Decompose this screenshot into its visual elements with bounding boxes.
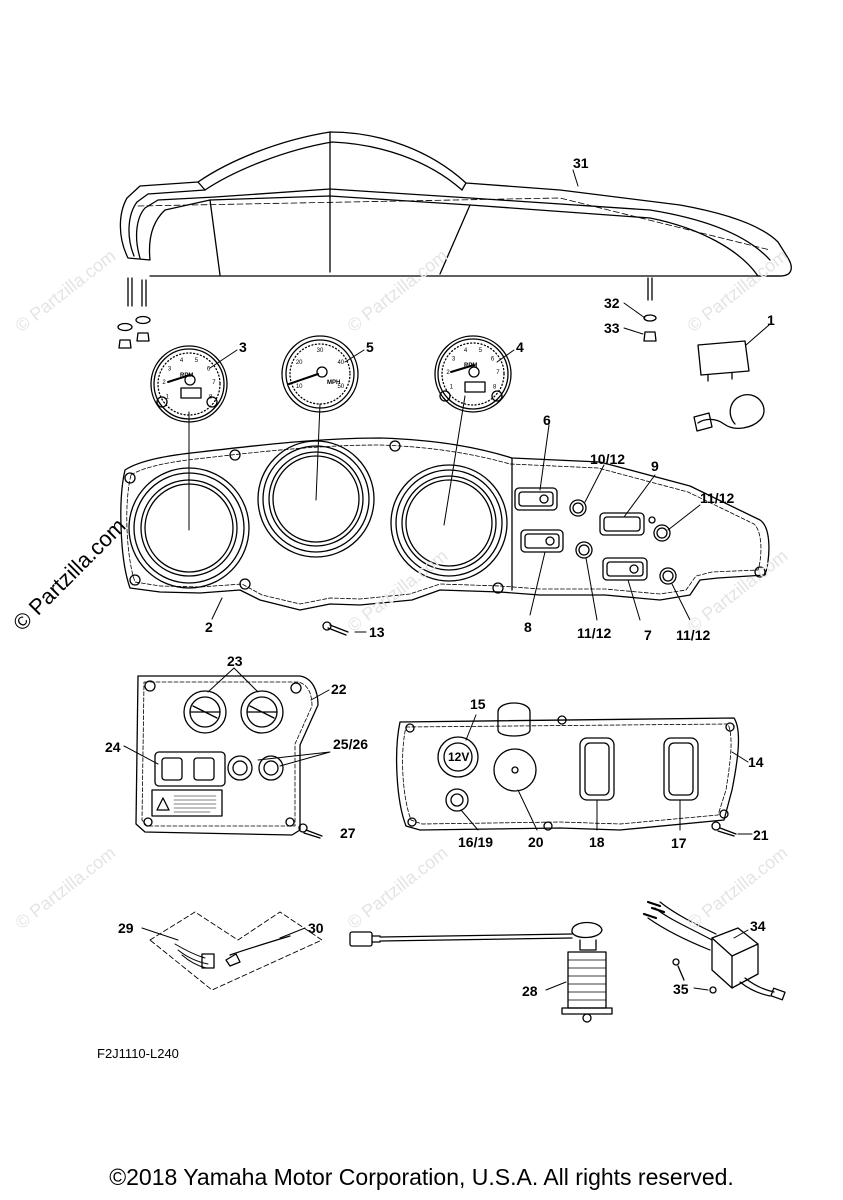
callout-28: 28 bbox=[522, 983, 538, 999]
callout-5: 5 bbox=[366, 339, 374, 355]
gauge-tick-label: 4 bbox=[464, 348, 468, 354]
gauge-tick-label: 40 bbox=[337, 360, 344, 366]
callout-20: 20 bbox=[528, 834, 544, 850]
gauge-tick-label: 2 bbox=[162, 380, 166, 386]
harness-part bbox=[141, 911, 323, 991]
relay-box-part bbox=[642, 900, 786, 1001]
gauge-tick-label: 50 bbox=[337, 384, 344, 390]
copyright-notice: ©2018 Yamaha Motor Corporation, U.S.A. A… bbox=[109, 1164, 734, 1190]
callout-13: 13 bbox=[369, 624, 385, 640]
callout-10-12: 10/12 bbox=[590, 451, 626, 467]
gauge-tick-label: 6 bbox=[207, 366, 211, 372]
gauge-tick-label: 4 bbox=[180, 358, 184, 364]
right-switch-panel-part bbox=[395, 702, 753, 837]
callout-11-12-a: 11/12 bbox=[700, 490, 735, 506]
gauge-tick-label: 20 bbox=[296, 360, 303, 366]
gauge-tick-label: 3 bbox=[168, 366, 172, 372]
callout-22: 22 bbox=[331, 681, 347, 697]
callout-15: 15 bbox=[470, 696, 486, 712]
gauge-tick-label: 6 bbox=[491, 356, 495, 362]
gauge-tick-label: 2 bbox=[446, 370, 450, 376]
gauge-tick-label: 3 bbox=[452, 356, 456, 362]
callout-14: 14 bbox=[748, 754, 764, 770]
tach-left-rpm-label: RPM bbox=[180, 373, 194, 379]
gauge-tick-label: 8 bbox=[209, 395, 213, 401]
gauge-tick-label: 30 bbox=[317, 348, 324, 354]
callout-8: 8 bbox=[524, 619, 532, 635]
gauge-tick-label: 5 bbox=[479, 348, 483, 354]
callout-30: 30 bbox=[308, 920, 324, 936]
tach-right-rpm-label: RPM bbox=[464, 363, 478, 369]
gauge-tick-label: 7 bbox=[496, 370, 500, 376]
gauge-tick-label: 7 bbox=[212, 380, 216, 386]
callout-11-12-b: 11/12 bbox=[577, 625, 612, 641]
gauge-tick-label: 1 bbox=[450, 385, 454, 391]
callout-17: 17 bbox=[671, 835, 687, 851]
callout-33: 33 bbox=[604, 320, 620, 336]
tach-right-part bbox=[434, 335, 512, 413]
callout-4: 4 bbox=[516, 339, 524, 355]
callout-6: 6 bbox=[543, 412, 551, 428]
gauge-tick-label: 8 bbox=[493, 385, 497, 391]
callout-25-26: 25/26 bbox=[333, 736, 369, 752]
callout-18: 18 bbox=[589, 834, 605, 850]
gauge-tick-label: 10 bbox=[296, 384, 303, 390]
callout-31: 31 bbox=[573, 155, 589, 171]
callout-29: 29 bbox=[118, 920, 134, 936]
callout-3: 3 bbox=[239, 339, 247, 355]
callout-16-19: 16/19 bbox=[458, 834, 494, 850]
dash-hood-part bbox=[117, 131, 792, 349]
module-part bbox=[693, 340, 765, 432]
left-switch-panel-part bbox=[123, 667, 331, 839]
callout-21: 21 bbox=[753, 827, 769, 843]
callout-27: 27 bbox=[340, 825, 356, 841]
callout-24: 24 bbox=[105, 739, 121, 755]
callout-7: 7 bbox=[644, 627, 652, 643]
leader-lines-top bbox=[188, 169, 770, 633]
callout-11-12-c: 11/12 bbox=[676, 627, 711, 643]
callout-9: 9 bbox=[651, 458, 659, 474]
callout-2: 2 bbox=[205, 619, 213, 635]
callout-35: 35 bbox=[673, 981, 689, 997]
gauge-tick-label: 5 bbox=[195, 358, 199, 364]
dash-panel-part bbox=[120, 437, 770, 636]
socket-12v-label: 12V bbox=[448, 750, 470, 764]
callout-1: 1 bbox=[767, 312, 775, 328]
sensor-part bbox=[349, 921, 613, 1023]
callout-34: 34 bbox=[750, 918, 766, 934]
callout-23: 23 bbox=[227, 653, 243, 669]
figure-code: F2J1110-L240 bbox=[97, 1046, 179, 1061]
speedo-mph-label: MPH bbox=[327, 380, 341, 386]
callout-32: 32 bbox=[604, 295, 620, 311]
gauge-tick-label: 1 bbox=[166, 395, 170, 401]
